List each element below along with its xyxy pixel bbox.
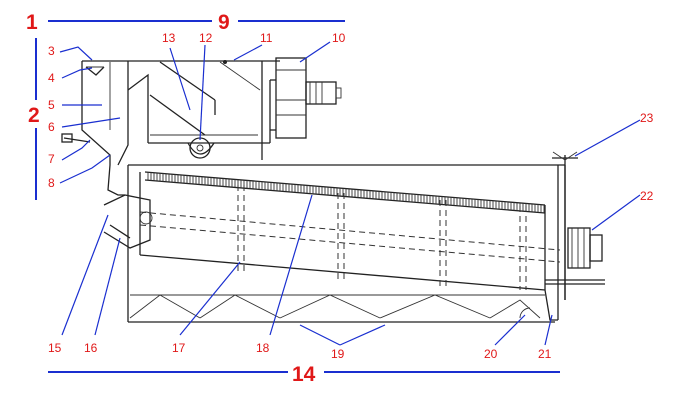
label-22: 22: [640, 189, 654, 203]
label-19: 19: [331, 347, 345, 361]
label-17: 17: [172, 341, 186, 355]
drive-unit: [544, 151, 605, 321]
label-2: 2: [28, 104, 40, 127]
label-3: 3: [48, 44, 55, 58]
label-16: 16: [84, 341, 98, 355]
label-1: 1: [26, 11, 38, 34]
label-7: 7: [48, 152, 55, 166]
trommel-frame: [127, 164, 566, 323]
label-4: 4: [48, 71, 55, 85]
label-15: 15: [48, 341, 62, 355]
label-20: 20: [484, 347, 498, 361]
label-12: 12: [199, 31, 213, 45]
label-21: 21: [538, 347, 552, 361]
label-8: 8: [48, 176, 55, 190]
label-5: 5: [48, 98, 55, 112]
label-9: 9: [218, 11, 230, 34]
label-14: 14: [292, 363, 316, 386]
fan-unit: [270, 57, 342, 139]
leader-lines: [59, 41, 641, 346]
label-10: 10: [332, 31, 346, 45]
label-18: 18: [256, 341, 270, 355]
label-13: 13: [162, 31, 176, 45]
label-23: 23: [640, 111, 654, 125]
feeder-assembly: [61, 60, 280, 196]
label-6: 6: [48, 120, 55, 134]
trommel-drum: [103, 171, 561, 291]
label-11: 11: [260, 31, 273, 45]
